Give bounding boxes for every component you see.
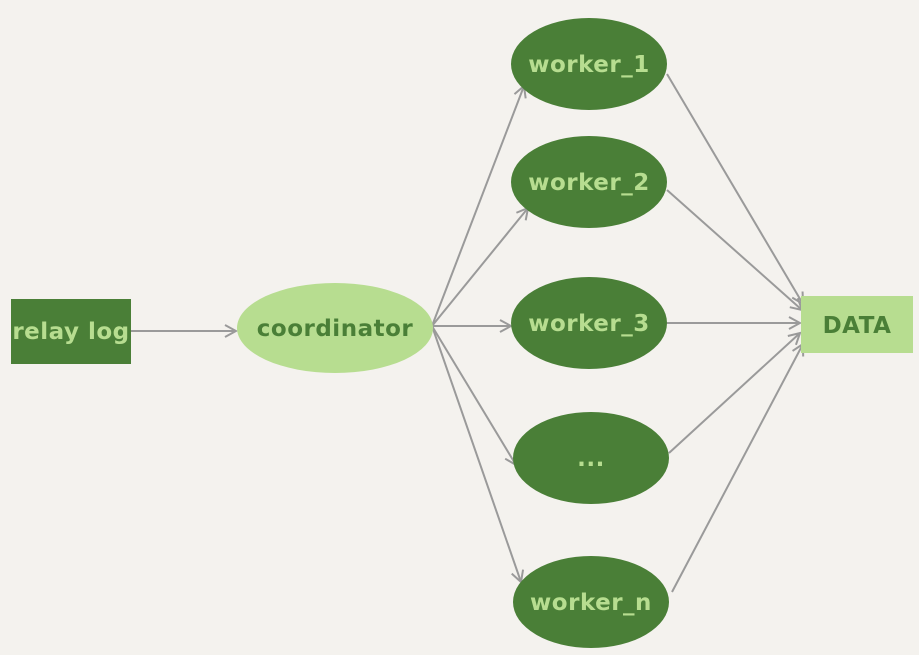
worker-label: worker_n [530,590,652,616]
relay-log-node: relay log [11,299,131,364]
edges [131,73,803,593]
data-label: DATA [823,313,892,339]
worker-node-2: worker_2 [511,136,667,228]
coordinator-label: coordinator [257,316,414,342]
worker-ellipse [511,136,667,228]
worker-label: worker_3 [528,311,650,337]
edge-worker-4-data [668,333,800,454]
edge-worker-1-data [666,73,803,304]
data-node: DATA [801,296,913,353]
edge-coordinator-worker-4 [431,325,516,465]
worker-label: worker_1 [528,52,650,78]
worker-node-1: worker_1 [511,18,667,110]
relay-log-box [11,299,131,364]
worker-node-n: worker_n [513,556,669,648]
edge-worker-2-data [666,189,802,310]
coordinator-ellipse [237,283,433,373]
relay-log-label: relay log [12,319,129,345]
worker-label: worker_2 [528,170,650,196]
worker-label: ... [577,446,605,472]
coordinator-node: coordinator [237,283,433,373]
worker-node-3: worker_3 [511,277,667,369]
edge-worker-n-data [671,344,803,593]
data-box [801,296,913,353]
worker-ellipse [511,18,667,110]
worker-node-4: ... [513,412,669,504]
edge-coordinator-worker-2 [431,208,528,327]
edge-coordinator-worker-1 [431,86,524,327]
worker-ellipse [513,412,669,504]
worker-ellipse [511,277,667,369]
edge-coordinator-worker-n [431,325,521,582]
worker-ellipse [513,556,669,648]
